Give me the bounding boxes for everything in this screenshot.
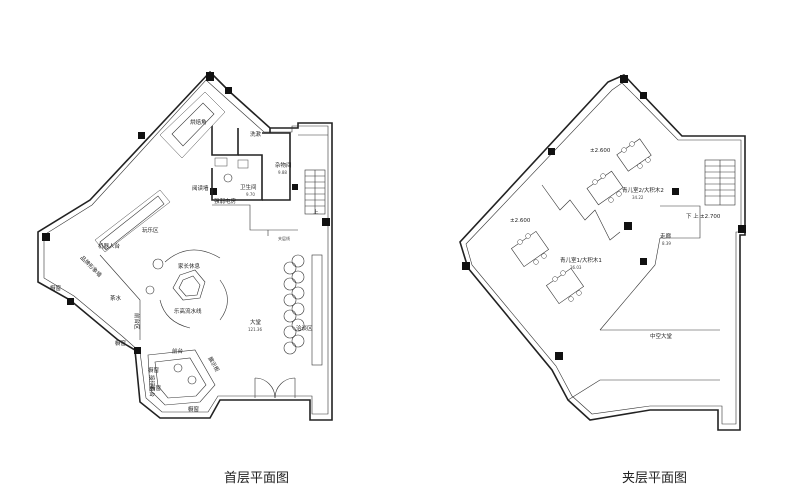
front-desk-label: 前台 <box>172 347 184 355</box>
mezzanine-outline <box>459 74 746 431</box>
lego-line-label: 乐高流水线 <box>174 307 202 315</box>
window-label-5: 橱窗 <box>148 366 160 374</box>
window-label-2: 橱窗 <box>115 339 127 347</box>
stair-marker: 下 上 <box>686 212 699 220</box>
mezzanine-line-label: 夹层线 <box>278 235 290 241</box>
display-cabinet-label: 展示柜 <box>206 355 221 374</box>
level-marker-a: ±2.600 <box>590 148 611 154</box>
window-label-1: 橱窗 <box>50 284 62 292</box>
brand-wall-label: 品牌形象墙 <box>79 254 104 279</box>
reception-counter-label: 接待柜台 <box>148 375 156 398</box>
mezzanine-plan: ±2.600 ±2.600 ±2.700 青儿室1/大积木1 36.03 青儿室… <box>459 74 746 486</box>
tea-label: 茶水 <box>110 294 122 302</box>
classroom-2-label: 青儿室2/大积木2 <box>622 186 664 194</box>
hall-area: 121.36 <box>248 327 262 332</box>
storage-area: 9.88 <box>278 170 287 175</box>
classroom-2-area: 34.22 <box>632 195 644 200</box>
robot-label: 机器人台 <box>98 242 121 250</box>
reception-area-label: 前台区 <box>133 313 141 330</box>
corridor-area: 8.39 <box>662 241 671 246</box>
hall-label: 大堂 <box>250 318 262 326</box>
baking-corner-label: 烘焙角 <box>190 118 207 126</box>
storage-label: 杂物间 <box>275 161 292 169</box>
classroom-1-area: 36.03 <box>570 265 582 270</box>
corridor-label: 走廊 <box>660 232 672 240</box>
reading-wall-label: 阅读墙 <box>192 184 209 192</box>
window-label-3: 橱窗 <box>188 405 200 413</box>
consult-area-label: 洽谈区 <box>296 324 313 332</box>
stair-up-label: 上 <box>313 208 319 216</box>
wash-room-label: 洗漱 <box>250 130 262 138</box>
window-label-4: 橱窗 <box>150 384 162 392</box>
first-floor-plan: 烘焙角 洗漱 杂物间 9.88 卫生间 9.70 阅读墙 强弱电房 玩乐区 上 … <box>37 70 333 486</box>
power-room-label: 强弱电房 <box>214 197 237 205</box>
parent-area-label: 家长休息 <box>178 262 201 270</box>
restroom-label: 卫生间 <box>240 183 257 191</box>
first-floor-outline <box>37 70 333 421</box>
level-marker-b: ±2.600 <box>510 218 531 224</box>
mezzanine-caption: 夹层平面图 <box>622 471 687 486</box>
void-hall-label: 中空大堂 <box>650 332 673 340</box>
play-area-label: 玩乐区 <box>142 227 159 234</box>
level-marker-c: ±2.700 <box>700 214 721 220</box>
classroom-1-label: 青儿室1/大积木1 <box>560 256 602 264</box>
restroom-area: 9.70 <box>246 192 255 197</box>
first-floor-caption: 首层平面图 <box>224 471 289 486</box>
